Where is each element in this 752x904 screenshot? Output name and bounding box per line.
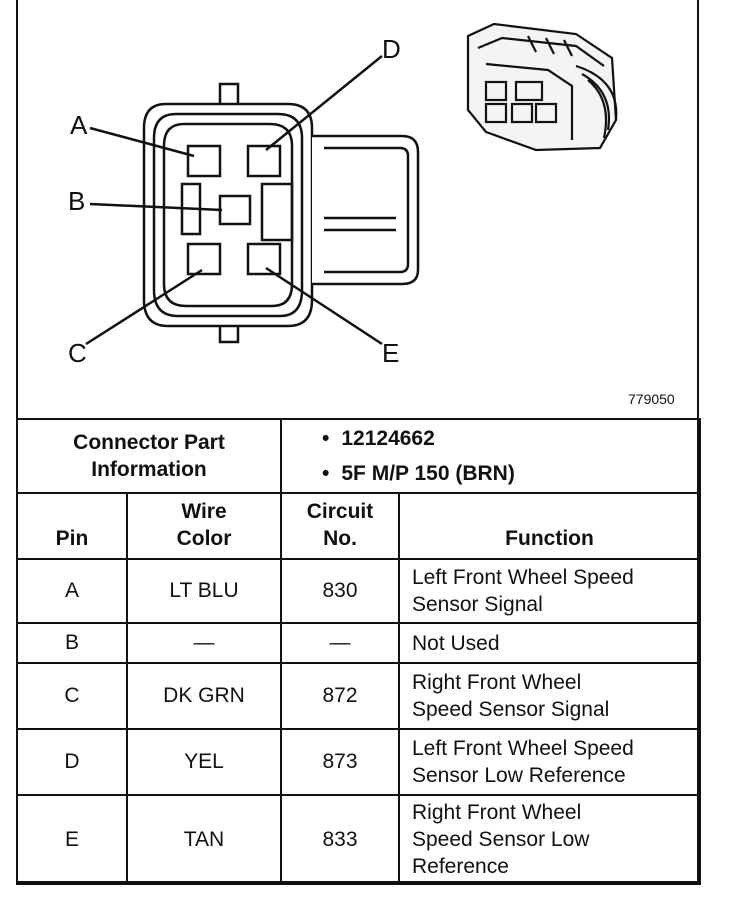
pin-callout-e: E [382,338,400,368]
latch-body [312,134,420,286]
pinout-table: Connector Part Information 12124662 5F M… [16,418,702,885]
cell-pin: C [16,662,128,730]
connector-face-view [85,22,618,346]
table-row: C DK GRN 872 Right Front Wheel Speed Sen… [16,662,702,730]
figure-number: 779050 [628,391,675,407]
pin-callout-c: C [68,338,87,368]
leader-d [265,55,383,151]
table-row: A LT BLU 830 Left Front Wheel Speed Sens… [16,558,702,624]
table-row: D YEL 873 Left Front Wheel Speed Sensor … [16,728,702,796]
connector-drawing: A B C D E 779050 [16,0,699,418]
header-function: Function [397,492,702,560]
connector-info-list: 12124662 5F M/P 150 (BRN) [279,418,702,494]
cell-function: Right Front Wheel Speed Sensor Signal [397,662,702,730]
cell-wire-color: LT BLU [126,558,282,624]
pin-callout-a: A [70,110,88,140]
cavity-e [246,242,282,276]
pin-callout-b: B [68,186,86,216]
connector-iso-view [466,22,618,152]
cell-function: Left Front Wheel Speed Sensor Low Refere… [397,728,702,796]
cell-pin: D [16,728,128,796]
housing-outer [142,102,314,328]
cell-function: Right Front Wheel Speed Sensor Low Refer… [397,794,702,885]
leader-e [265,266,383,346]
housing-seal [152,112,304,318]
leader-c [85,268,203,346]
cell-circuit: 873 [280,728,400,796]
table-row: B — — Not Used [16,622,702,664]
cavity-c [186,242,222,276]
header-circuit-no: Circuit No. [280,492,400,560]
cell-wire-color: DK GRN [126,662,282,730]
cell-pin: B [16,622,128,664]
cell-circuit: 830 [280,558,400,624]
header-wire-color: Wire Color [126,492,282,560]
cell-circuit: 833 [280,794,400,885]
cell-wire-color: TAN [126,794,282,885]
key-right [260,182,294,242]
cell-wire-color: YEL [126,728,282,796]
cell-function: Left Front Wheel Speed Sensor Signal [397,558,702,624]
top-tab [218,82,240,108]
table-row: E TAN 833 Right Front Wheel Speed Sensor… [16,794,702,885]
leader-b [89,202,223,212]
cell-pin: E [16,794,128,885]
cell-circuit: 872 [280,662,400,730]
cavity-d [246,144,282,178]
leader-a [89,126,195,158]
latch-inner [324,146,410,274]
table-header-row: Pin Wire Color Circuit No. Function [16,492,702,560]
header-pin: Pin [16,492,128,560]
cell-function: Not Used [397,622,702,664]
connector-part-number: 12124662 [322,421,699,456]
connector-info-row: Connector Part Information 12124662 5F M… [16,418,702,494]
connector-description: 5F M/P 150 (BRN) [322,456,699,491]
pin-callout-d: D [382,34,401,64]
cell-pin: A [16,558,128,624]
housing-inner [162,122,294,308]
cavity-a [186,144,222,178]
cell-circuit: — [280,622,400,664]
connector-info-title: Connector Part Information [16,418,282,494]
cell-wire-color: — [126,622,282,664]
